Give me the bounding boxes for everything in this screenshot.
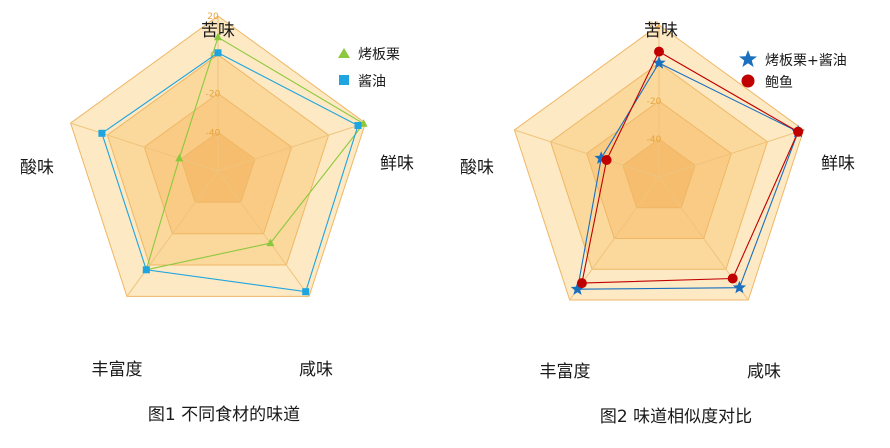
series-point-marker <box>594 151 608 164</box>
radar-spoke <box>126 170 219 297</box>
axis-label-sour: 酸味 <box>20 158 54 178</box>
chart-caption: 图1 不同食材的味道 <box>148 405 300 425</box>
series-line <box>576 62 799 290</box>
radar-tick-label: -40 <box>647 135 662 145</box>
legend-square-marker <box>339 75 349 85</box>
radar-spoke <box>514 129 660 178</box>
series-point-marker <box>654 46 664 57</box>
series-point-marker <box>142 266 150 274</box>
radar-axis-labels: 苦味 鲜味 咸味 丰富度 酸味 <box>460 21 855 382</box>
radar-tick-label: -20 <box>206 90 221 100</box>
radar-tick-label: -20 <box>647 97 662 107</box>
series-line <box>145 36 365 271</box>
legend-label: 鲍鱼 <box>765 74 793 91</box>
legend-circle-marker <box>741 74 755 88</box>
series-point-marker <box>727 273 738 284</box>
series-point-marker <box>601 155 612 165</box>
series-point-marker <box>302 288 310 296</box>
series-point-marker <box>214 32 222 41</box>
radar-tick-label: 20 <box>648 21 660 31</box>
series-line <box>581 50 799 284</box>
radar-tick-label: -40 <box>206 128 221 138</box>
radar-spoke <box>70 122 219 172</box>
legend-label: 酱油 <box>358 74 386 90</box>
series-point-marker <box>576 278 587 289</box>
series-point-marker <box>175 153 184 162</box>
axis-label-salty: 咸味 <box>747 362 781 382</box>
legend-star-marker <box>739 50 757 67</box>
radar-spoke <box>217 122 366 172</box>
radar-series <box>570 46 805 295</box>
legend-label: 烤板栗+酱油 <box>765 53 847 69</box>
radar-tick-label: 20 <box>207 12 219 22</box>
radar-spoke <box>217 170 310 297</box>
series-point-marker <box>359 119 368 127</box>
series-point-marker <box>793 126 804 137</box>
axis-label-salty: 咸味 <box>299 360 333 380</box>
radar-series <box>98 32 368 296</box>
series-point-marker <box>570 282 585 295</box>
legend-item-soy-sauce: 酱油 <box>339 74 386 90</box>
legend: 烤板栗+酱油 鲍鱼 <box>739 50 847 91</box>
radar-spoke <box>658 129 804 178</box>
series-point-marker <box>214 49 222 57</box>
axis-label-bitter: 苦味 <box>644 21 678 41</box>
series-point-marker <box>652 56 666 69</box>
legend-item-abalone: 鲍鱼 <box>741 74 793 91</box>
series-point-marker <box>266 238 275 247</box>
legend: 烤板栗 酱油 <box>338 47 400 90</box>
radar-spokes <box>70 16 366 297</box>
series-line <box>101 52 359 293</box>
chart-caption: 图2 味道相似度对比 <box>600 407 752 427</box>
axis-label-bitter: 苦味 <box>201 21 235 41</box>
series-point-marker <box>98 129 106 137</box>
legend-label: 烤板栗 <box>358 47 400 63</box>
series-point-marker <box>354 122 362 129</box>
axis-label-richness: 丰富度 <box>540 362 591 382</box>
radar-axis-labels: 苦味 鲜味 咸味 丰富度 酸味 <box>20 21 414 380</box>
radar-tick-labels: -40 -20 20 <box>647 21 662 145</box>
series-point-marker <box>732 280 747 294</box>
legend-triangle-marker <box>338 48 350 58</box>
axis-label-umami: 鲜味 <box>380 154 414 174</box>
axis-label-sour: 酸味 <box>460 158 494 178</box>
axis-label-richness: 丰富度 <box>92 360 143 380</box>
legend-item-roasted-chestnut: 烤板栗 <box>338 47 400 63</box>
legend-item-chestnut-soy: 烤板栗+酱油 <box>739 50 847 69</box>
axis-label-umami: 鲜味 <box>821 154 855 174</box>
